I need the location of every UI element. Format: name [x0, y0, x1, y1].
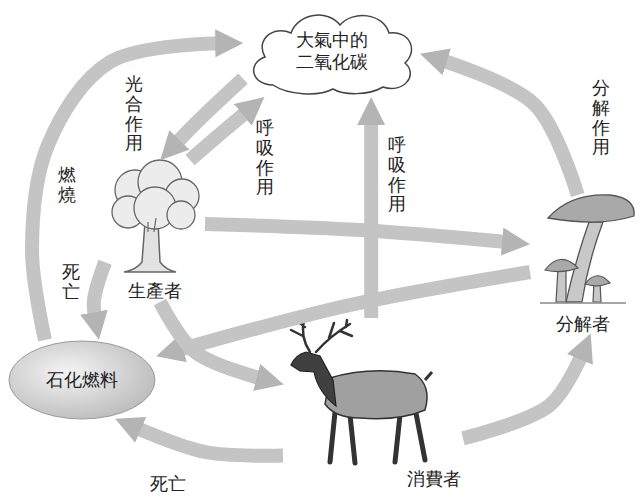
deer-illustration: [291, 320, 432, 463]
cloud-outline: [254, 15, 412, 94]
node-label: 石化燃料: [46, 369, 118, 391]
arrow-label: 呼吸作用: [388, 135, 406, 214]
flow-arrow: [133, 427, 283, 456]
deer-head: [291, 352, 336, 406]
node-label: 大氣中的 二氧化碳: [292, 29, 372, 72]
arrow-label: 燃燒: [58, 165, 76, 205]
deer-antlers: [291, 320, 352, 352]
deer-body: [325, 371, 427, 419]
flow-arrow: [94, 262, 105, 320]
ground-line: [540, 302, 626, 304]
producer-node: 生產者: [105, 160, 205, 302]
node-label: 消費者: [405, 468, 463, 490]
tree-branch: [148, 218, 156, 232]
node-label: 分解者: [554, 313, 612, 335]
cloud-node: 大氣中的 二氧化碳: [243, 5, 421, 97]
arrow-label: 分解作用: [592, 78, 610, 157]
mushroom-illustration: [540, 195, 634, 303]
mushroom-cap: [545, 259, 578, 271]
flow-arrow: [190, 110, 249, 160]
arrow-label: 光合作用: [125, 74, 143, 153]
flow-arrow: [175, 272, 530, 351]
deer-tail: [425, 372, 432, 380]
consumer-node: 消費者: [283, 318, 463, 490]
node-label: 生產者: [126, 280, 184, 302]
flow-arrow: [439, 60, 578, 195]
flow-arrow: [463, 352, 583, 438]
flow-arrow: [160, 302, 264, 379]
arrow-label: 呼吸作用: [256, 118, 274, 197]
mushroom-stem: [556, 268, 566, 302]
flow-arrow: [364, 117, 378, 318]
arrow-label: 死亡: [62, 262, 80, 302]
tree-leaves: [167, 201, 195, 229]
tree-illustration: [112, 160, 199, 272]
mushroom-stem: [566, 222, 603, 302]
flow-arrow: [32, 43, 223, 340]
decomposer-node: 分解者: [530, 195, 636, 335]
ellipse-outline: [9, 341, 155, 419]
mushroom-cap: [548, 195, 634, 222]
fossil-fuel-node: 石化燃料: [8, 340, 156, 420]
flow-arrow: [205, 224, 510, 242]
mushroom-cap: [585, 276, 610, 286]
arrow-label: 死亡: [150, 472, 186, 496]
tree-trunk: [124, 222, 176, 272]
